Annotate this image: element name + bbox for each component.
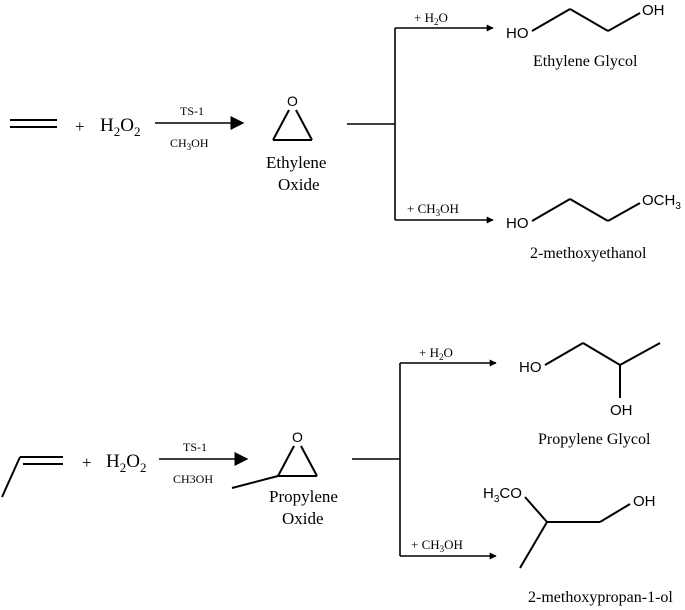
epoxide-oxygen: O	[292, 429, 303, 445]
epoxide-oxygen: O	[287, 93, 298, 109]
product-name-methoxyethanol: 2-methoxyethanol	[530, 245, 647, 262]
propylene-structure	[1, 456, 63, 498]
plus-sign: +	[75, 117, 85, 136]
intermediate-name-line2: Oxide	[278, 175, 320, 194]
reagent-h: H	[100, 115, 114, 136]
ethylene-glycol-structure: HO OH	[506, 2, 665, 42]
reagent-o: O	[120, 115, 134, 136]
product-name-ethylene-glycol: Ethylene Glycol	[533, 53, 638, 70]
hydroxyl-label: OH	[610, 402, 633, 419]
hydroxyl-label: HO	[506, 215, 529, 232]
catalyst-label: TS-1	[180, 104, 204, 118]
intermediate-name-line1: Ethylene	[266, 153, 326, 172]
hydrogen-peroxide-label: H2O2	[100, 115, 140, 139]
reagent-sub: 2	[134, 124, 141, 139]
catalyst-label: TS-1	[183, 440, 207, 454]
plus-sign: +	[82, 453, 92, 472]
methoxypropanol-structure: H3CO OH	[483, 485, 656, 569]
ethylene-structure	[10, 119, 57, 128]
water-reagent-label: + H2O	[419, 345, 453, 362]
hydrogen-peroxide-label: H2O2	[106, 451, 146, 475]
hydroxyl-label: OH	[642, 2, 665, 19]
scheme-propylene: + H2O2 TS-1 CH3OH O Propylene Oxide + H2…	[1, 342, 673, 606]
propylene-oxide-structure: O	[231, 429, 318, 489]
branch-arrows	[347, 24, 494, 224]
reagent-sub: 2	[114, 124, 121, 139]
ethylene-oxide-structure: O	[272, 93, 313, 141]
intermediate-name-line2: Oxide	[282, 509, 324, 528]
hydroxyl-label: HO	[519, 359, 542, 376]
hydroxyl-label: OH	[633, 493, 656, 510]
water-reagent-label: + H2O	[414, 10, 448, 27]
methoxyethanol-structure: HO OCH3	[506, 192, 681, 232]
product-name-propylene-glycol: Propylene Glycol	[538, 431, 651, 448]
branch-arrows	[352, 359, 497, 560]
hydroxyl-label: HO	[506, 25, 529, 42]
methoxy-label: OCH3	[642, 192, 681, 212]
methanol-reagent-label: + CH3OH	[411, 537, 463, 554]
scheme-ethylene: + H2O2 TS-1 CH3OH O Ethylene Oxide + H2O…	[10, 2, 681, 262]
methoxy-label: H3CO	[483, 485, 522, 505]
intermediate-name-line1: Propylene	[269, 487, 338, 506]
methanol-reagent-label: + CH3OH	[407, 201, 459, 218]
propylene-glycol-structure: HO OH	[519, 342, 661, 419]
solvent-label: CH3OH	[170, 136, 209, 152]
solvent-label: CH3OH	[173, 472, 213, 486]
product-name-methoxypropanol: 2-methoxypropan-1-ol	[528, 589, 673, 606]
